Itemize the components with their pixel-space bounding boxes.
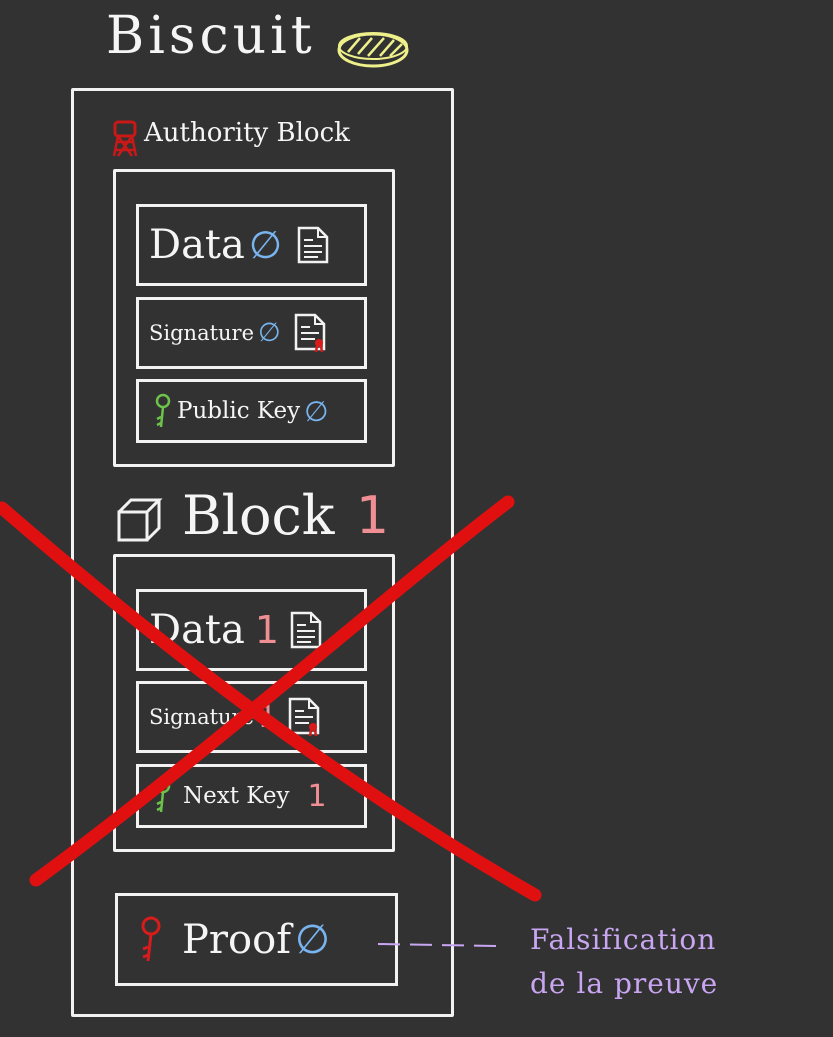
key-icon	[141, 916, 161, 961]
block1-number: 1	[356, 486, 390, 546]
authority-data-row: Data ∅	[136, 204, 367, 286]
annotation-line-1: Falsification	[530, 923, 717, 956]
proof-empty-symbol: ∅	[295, 916, 330, 963]
block1-next-key-row: Next Key 1	[136, 764, 367, 828]
proof-row: Proof ∅	[115, 893, 398, 986]
authority-block	[113, 169, 395, 467]
authority-block-label: Authority Block	[144, 118, 350, 148]
document-icon	[297, 226, 329, 264]
authority-data-label: Data	[149, 222, 245, 268]
proof-label: Proof	[182, 916, 292, 963]
authority-signature-empty-symbol: ∅	[258, 318, 281, 348]
block1	[113, 554, 395, 852]
signed-document-icon	[288, 697, 320, 737]
block1-next-key-label: Next Key	[183, 783, 290, 809]
signed-document-icon	[294, 313, 325, 353]
document-icon	[290, 611, 322, 649]
cube-icon	[117, 498, 163, 542]
page-title: Biscuit	[106, 6, 316, 66]
key-icon	[155, 393, 171, 428]
authority-tower-icon	[112, 120, 138, 157]
authority-public-key-empty-symbol: ∅	[304, 394, 329, 428]
authority-signature-label: Signature	[149, 321, 255, 345]
block1-data-row: Data 1	[136, 589, 367, 671]
annotation-connector	[377, 943, 499, 947]
biscuit-icon	[337, 32, 409, 68]
falsification-annotation: Falsification de la preuve	[530, 918, 718, 1006]
authority-signature-row: Signature ∅	[136, 297, 367, 369]
block1-label: Block	[182, 484, 335, 547]
authority-data-empty-symbol: ∅	[248, 223, 282, 267]
block1-data-number: 1	[254, 608, 280, 652]
block1-next-key-number: 1	[307, 778, 327, 814]
authority-public-key-label: Public Key	[177, 398, 301, 424]
annotation-line-2: de la preuve	[530, 967, 719, 1000]
authority-public-key-row: Public Key ∅	[136, 379, 367, 443]
